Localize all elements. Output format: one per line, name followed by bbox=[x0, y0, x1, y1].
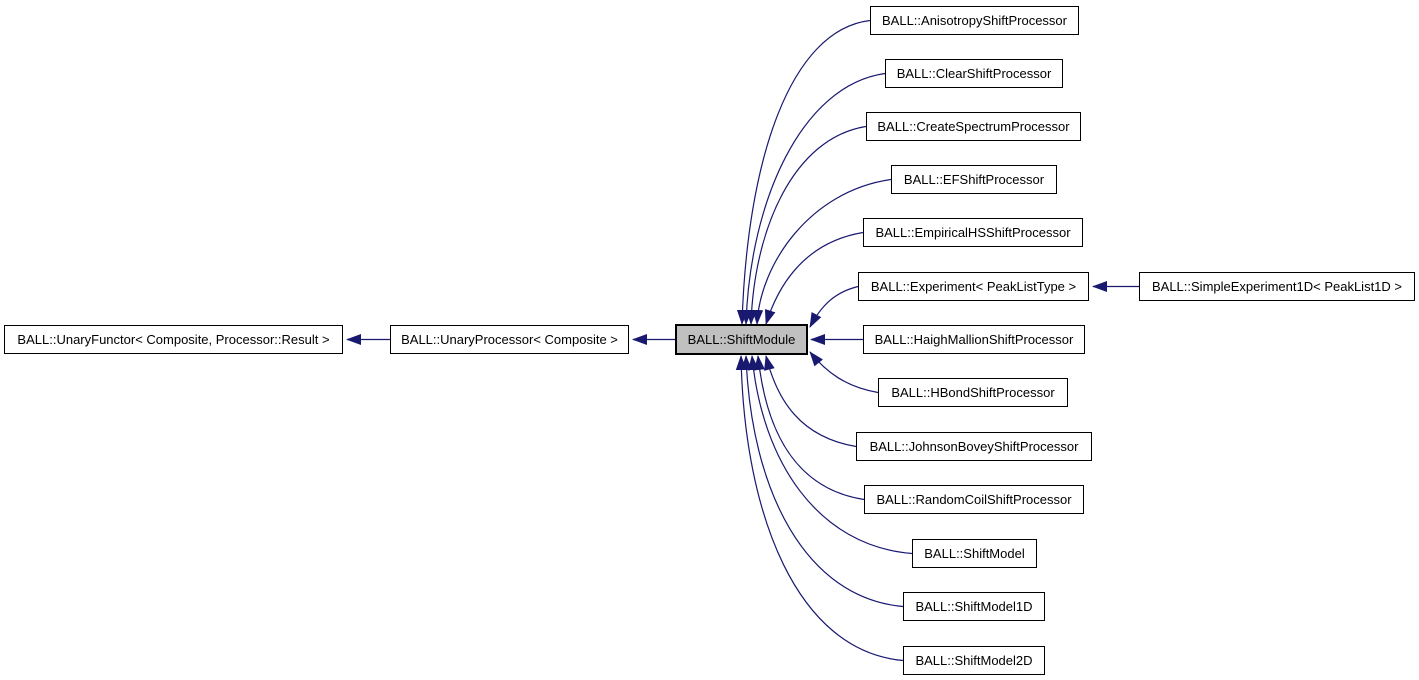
node-label: BALL::ShiftModule bbox=[687, 332, 796, 347]
node-shift-model-2d[interactable]: BALL::ShiftModel2D bbox=[903, 646, 1045, 675]
edge-clear-to-shiftmodule bbox=[740, 72, 886, 325]
edge-shiftmodel2d-to-shiftmodule bbox=[735, 355, 904, 662]
node-label: BALL::ClearShiftProcessor bbox=[896, 66, 1052, 81]
edge-experiment-to-shiftmodule bbox=[809, 285, 859, 328]
edge-hbond-to-shiftmodule bbox=[809, 351, 879, 394]
node-shift-module: BALL::ShiftModule bbox=[675, 324, 808, 355]
node-create-spectrum-processor[interactable]: BALL::CreateSpectrumProcessor bbox=[866, 112, 1081, 141]
node-label: BALL::Experiment< PeakListType > bbox=[870, 279, 1077, 294]
edge-johnsonbovey-to-shiftmodule bbox=[764, 355, 857, 448]
edge-shiftmodel-to-shiftmodule bbox=[747, 355, 913, 555]
node-shift-model-1d[interactable]: BALL::ShiftModel1D bbox=[903, 592, 1045, 621]
node-anisotropy-shift-processor[interactable]: BALL::AnisotropyShiftProcessor bbox=[870, 6, 1079, 35]
edge-randomcoil-to-shiftmodule bbox=[754, 355, 865, 501]
node-label: BALL::JohnsonBoveyShiftProcessor bbox=[869, 439, 1079, 454]
node-label: BALL::ShiftModel1D bbox=[915, 599, 1033, 614]
node-label: BALL::RandomCoilShiftProcessor bbox=[876, 492, 1072, 507]
edge-createspectrum-to-shiftmodule bbox=[745, 125, 867, 325]
node-label: BALL::CreateSpectrumProcessor bbox=[877, 119, 1070, 134]
node-random-coil-shift-processor[interactable]: BALL::RandomCoilShiftProcessor bbox=[864, 485, 1084, 514]
node-simple-experiment-1d[interactable]: BALL::SimpleExperiment1D< PeakList1D > bbox=[1139, 272, 1415, 301]
node-unary-processor[interactable]: BALL::UnaryProcessor< Composite > bbox=[390, 325, 629, 354]
node-haigh-mallion-shift-processor[interactable]: BALL::HaighMallionShiftProcessor bbox=[863, 325, 1085, 354]
edge-anisotropy-to-shiftmodule bbox=[736, 19, 871, 325]
node-label: BALL::UnaryProcessor< Composite > bbox=[401, 332, 618, 347]
edge-empiricalhs-to-shiftmodule bbox=[764, 231, 864, 325]
node-label: BALL::EFShiftProcessor bbox=[903, 172, 1045, 187]
node-label: BALL::EmpiricalHSShiftProcessor bbox=[875, 225, 1071, 240]
node-label: BALL::UnaryFunctor< Composite, Processor… bbox=[17, 332, 330, 347]
edge-efshift-to-shiftmodule bbox=[752, 178, 892, 325]
node-experiment[interactable]: BALL::Experiment< PeakListType > bbox=[858, 272, 1089, 301]
node-clear-shift-processor[interactable]: BALL::ClearShiftProcessor bbox=[885, 59, 1063, 88]
node-label: BALL::AnisotropyShiftProcessor bbox=[882, 13, 1067, 28]
edge-shiftmodel1d-to-shiftmodule bbox=[741, 355, 904, 608]
node-label: BALL::SimpleExperiment1D< PeakList1D > bbox=[1151, 279, 1402, 294]
node-hbond-shift-processor[interactable]: BALL::HBondShiftProcessor bbox=[878, 378, 1068, 407]
node-ef-shift-processor[interactable]: BALL::EFShiftProcessor bbox=[891, 165, 1057, 194]
node-label: BALL::HaighMallionShiftProcessor bbox=[874, 332, 1074, 347]
node-shift-model[interactable]: BALL::ShiftModel bbox=[912, 539, 1037, 568]
node-label: BALL::HBondShiftProcessor bbox=[891, 385, 1055, 400]
node-unary-functor[interactable]: BALL::UnaryFunctor< Composite, Processor… bbox=[4, 325, 343, 354]
node-label: BALL::ShiftModel2D bbox=[915, 653, 1033, 668]
node-label: BALL::ShiftModel bbox=[924, 546, 1025, 561]
node-empirical-hs-shift-processor[interactable]: BALL::EmpiricalHSShiftProcessor bbox=[863, 218, 1083, 247]
node-johnson-bovey-shift-processor[interactable]: BALL::JohnsonBoveyShiftProcessor bbox=[856, 432, 1092, 461]
